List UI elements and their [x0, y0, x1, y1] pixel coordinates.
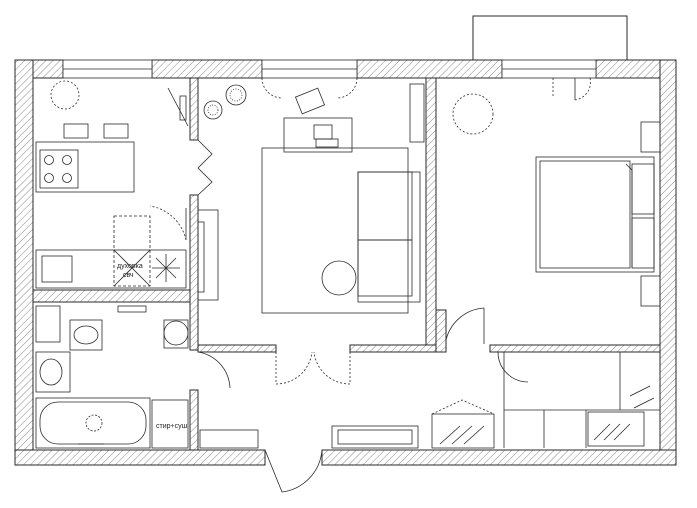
oven-label: духовка	[117, 263, 143, 270]
laptop-icon	[313, 124, 339, 148]
stove-icon	[39, 149, 79, 189]
balcony	[472, 15, 628, 62]
storage-unit	[587, 411, 645, 447]
washer-dryer-label: стир+суш	[156, 423, 188, 430]
desk	[283, 117, 353, 153]
oven-cabinet	[113, 215, 151, 287]
wardrobe-icon	[431, 399, 495, 449]
bed-icon	[535, 156, 655, 273]
sink-icon	[41, 255, 73, 283]
toilet-icon	[69, 319, 103, 351]
living-door	[275, 352, 351, 384]
entry-door	[264, 449, 323, 493]
hanger-icon	[593, 385, 655, 441]
bathroom-door	[197, 351, 231, 389]
outer-walls	[14, 59, 677, 466]
bar-stool	[103, 123, 129, 139]
interior-walls	[32, 77, 661, 451]
appliance-symbol	[152, 254, 180, 282]
kitchen-island	[35, 141, 135, 193]
sink-icon	[35, 351, 71, 393]
tv-unit	[197, 209, 219, 301]
nightstand	[640, 121, 661, 153]
bathroom	[35, 305, 231, 449]
hallway	[199, 307, 660, 493]
plant-icon	[452, 93, 494, 135]
microwave-label: свч	[123, 272, 134, 279]
bedroom-door	[445, 307, 485, 341]
sofa-icon	[357, 171, 421, 303]
living-room	[197, 77, 425, 314]
rug	[261, 147, 409, 314]
balcony-door	[552, 77, 591, 101]
coffee-table	[321, 260, 357, 296]
bar-stool	[63, 123, 89, 139]
nightstand	[640, 275, 661, 307]
kitchen-door	[149, 205, 187, 241]
kitchen	[35, 80, 189, 289]
bifold-door	[197, 139, 213, 196]
windows	[62, 59, 597, 79]
plant-icon	[203, 84, 247, 120]
washbasin	[163, 320, 189, 346]
chair-icon	[294, 87, 326, 115]
shelf	[409, 83, 425, 143]
console	[331, 425, 419, 449]
kitchen-counter	[35, 249, 187, 289]
closet-door	[497, 351, 529, 383]
bedroom	[452, 77, 661, 307]
bathtub-icon	[35, 397, 151, 449]
plant-icon	[50, 80, 80, 110]
washer-dryer	[151, 399, 189, 449]
cabinet	[35, 305, 61, 343]
shoe-cabinet	[199, 429, 259, 449]
